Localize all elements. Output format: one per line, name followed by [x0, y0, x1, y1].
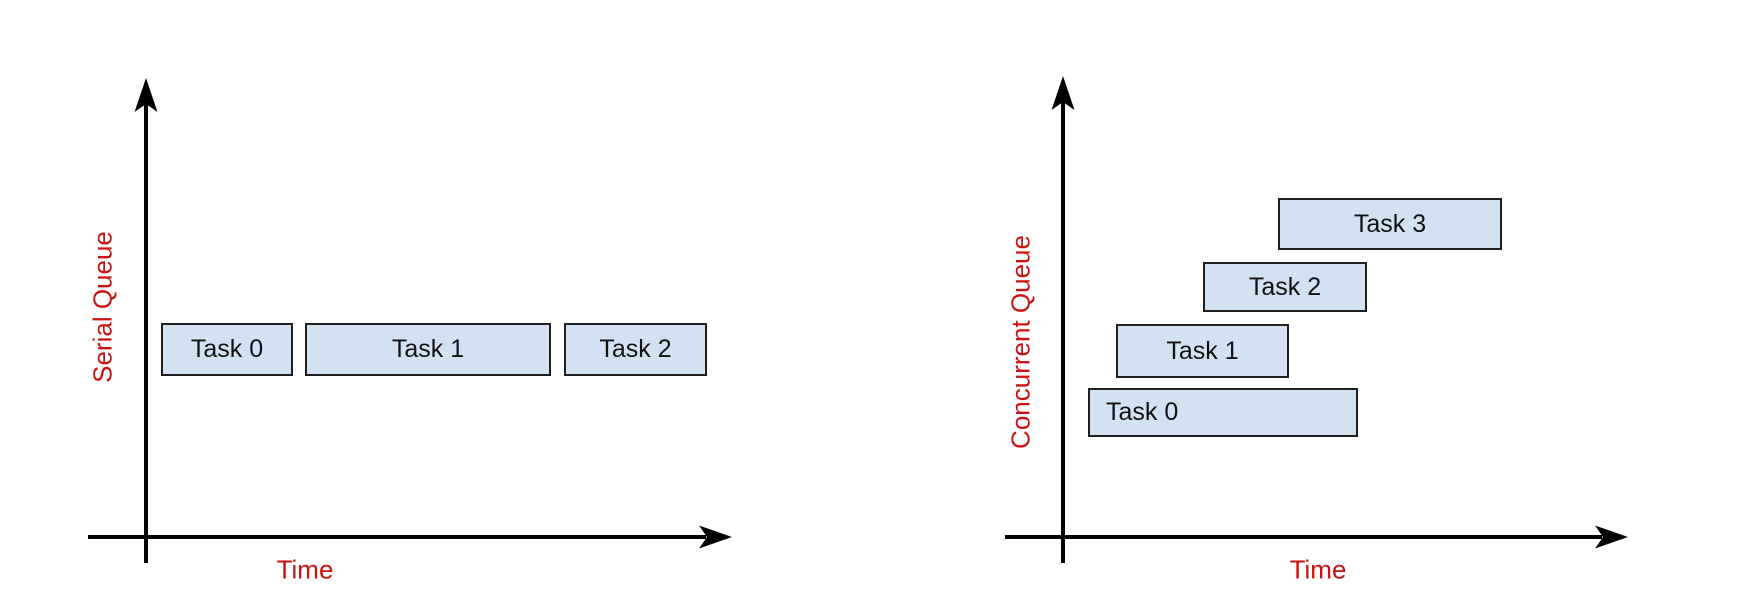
- concurrent-queue-y-axis-label: Concurrent Queue: [1005, 235, 1036, 449]
- concurrent-task-1-box: Task 1: [1116, 324, 1289, 378]
- serial-y-axis-arrow-icon: [134, 78, 158, 112]
- concurrent-queue-x-axis-label: Time: [1289, 554, 1347, 585]
- serial-x-axis-arrow-icon: [699, 525, 732, 549]
- serial-task-2-box: Task 2: [564, 323, 707, 376]
- concurrent-x-axis-arrow-icon: [1595, 525, 1628, 549]
- serial-task-0-box: Task 0: [161, 323, 293, 376]
- serial-task-1-box: Task 1: [305, 323, 551, 376]
- concurrent-task-0-box: Task 0: [1088, 388, 1358, 437]
- concurrent-task-3-box: Task 3: [1278, 198, 1502, 250]
- concurrent-y-axis-arrow-icon: [1051, 76, 1075, 110]
- serial-queue-axes: [88, 78, 732, 563]
- concurrent-task-2-box: Task 2: [1203, 262, 1367, 312]
- serial-queue-y-axis-label: Serial Queue: [87, 231, 118, 383]
- concurrent-queue-axes: [1005, 76, 1628, 563]
- serial-queue-x-axis-label: Time: [276, 554, 334, 585]
